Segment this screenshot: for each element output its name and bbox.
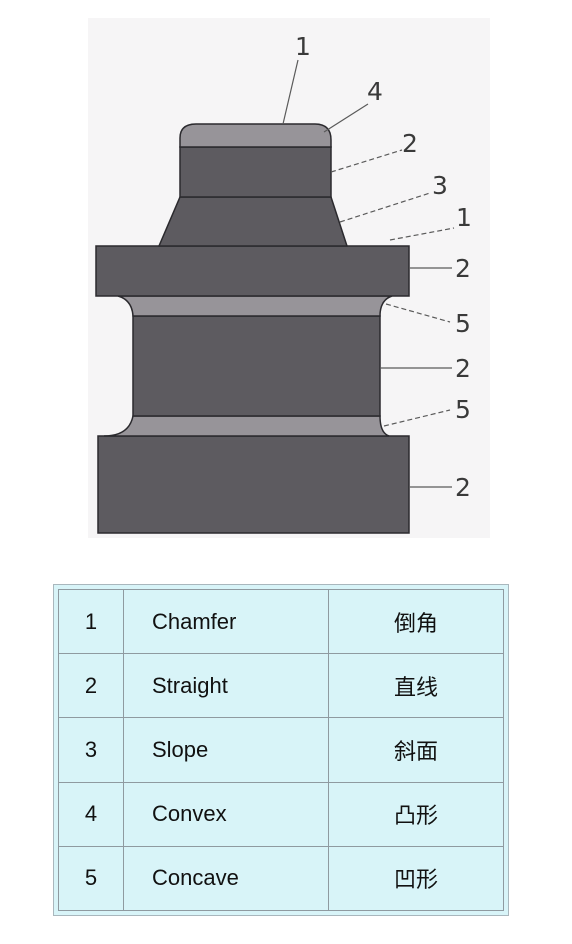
lower-concave-fillet xyxy=(103,415,390,437)
legend-english-term: Convex xyxy=(123,781,329,847)
legend-number: 3 xyxy=(58,717,124,783)
callout-c5-upper: 5 xyxy=(455,309,471,338)
legend-number: 5 xyxy=(58,845,124,912)
legend-table: 1 Chamfer 倒角 2 Straight 直线 3 Slope 斜面 4 … xyxy=(58,588,504,912)
callout-labels: 1 4 2 3 1 2 5 2 5 2 xyxy=(295,32,472,502)
leader-c1-lower xyxy=(389,227,455,241)
legend-row: 4 Convex 凸形 xyxy=(58,781,504,847)
legend-row: 5 Concave 凹形 xyxy=(58,845,504,912)
slope-section xyxy=(157,196,349,247)
legend-number: 4 xyxy=(58,781,124,847)
legend-row: 2 Straight 直线 xyxy=(58,653,504,719)
leader-c4 xyxy=(323,103,369,133)
upper-straight-section xyxy=(179,146,332,198)
leader-c2-upper xyxy=(330,149,403,173)
legend-english-term: Concave xyxy=(123,845,329,912)
callout-c2-mid: 2 xyxy=(455,354,471,383)
leader-c1-top xyxy=(282,59,299,125)
legend-english-term: Chamfer xyxy=(123,588,329,655)
legend-english-term: Slope xyxy=(123,717,329,783)
legend-chinese-term: 斜面 xyxy=(328,717,504,783)
legend-chinese-term: 直线 xyxy=(328,653,504,719)
callout-c1-lower: 1 xyxy=(456,203,472,232)
flange xyxy=(95,245,410,297)
convex-top-cap xyxy=(179,123,332,148)
legend-chinese-term: 凹形 xyxy=(328,845,504,912)
callout-c3: 3 xyxy=(432,171,448,200)
legend-number: 1 xyxy=(58,588,124,655)
leader-c5-upper xyxy=(385,303,451,323)
legend-chinese-term: 凸形 xyxy=(328,781,504,847)
legend-english-term: Straight xyxy=(123,653,329,719)
shaft-profile-diagram: 1 4 2 3 1 2 5 2 5 2 xyxy=(95,32,472,534)
leader-c5-lower xyxy=(383,409,451,427)
leader-lines xyxy=(282,59,455,488)
legend-panel: 1 Chamfer 倒角 2 Straight 直线 3 Slope 斜面 4 … xyxy=(53,584,509,916)
callout-c1-top: 1 xyxy=(295,32,311,61)
legend-row: 3 Slope 斜面 xyxy=(58,717,504,783)
legend-number: 2 xyxy=(58,653,124,719)
callout-c2-base: 2 xyxy=(455,473,471,502)
legend-row: 1 Chamfer 倒角 xyxy=(58,588,504,655)
callout-c5-lower: 5 xyxy=(455,395,471,424)
upper-concave-fillet xyxy=(117,295,393,317)
middle-straight-section xyxy=(132,315,381,417)
base-block xyxy=(97,435,410,534)
callout-c2-upper: 2 xyxy=(402,129,418,158)
callout-c4: 4 xyxy=(367,77,383,106)
callout-c2-flange: 2 xyxy=(455,254,471,283)
legend-chinese-term: 倒角 xyxy=(328,588,504,655)
